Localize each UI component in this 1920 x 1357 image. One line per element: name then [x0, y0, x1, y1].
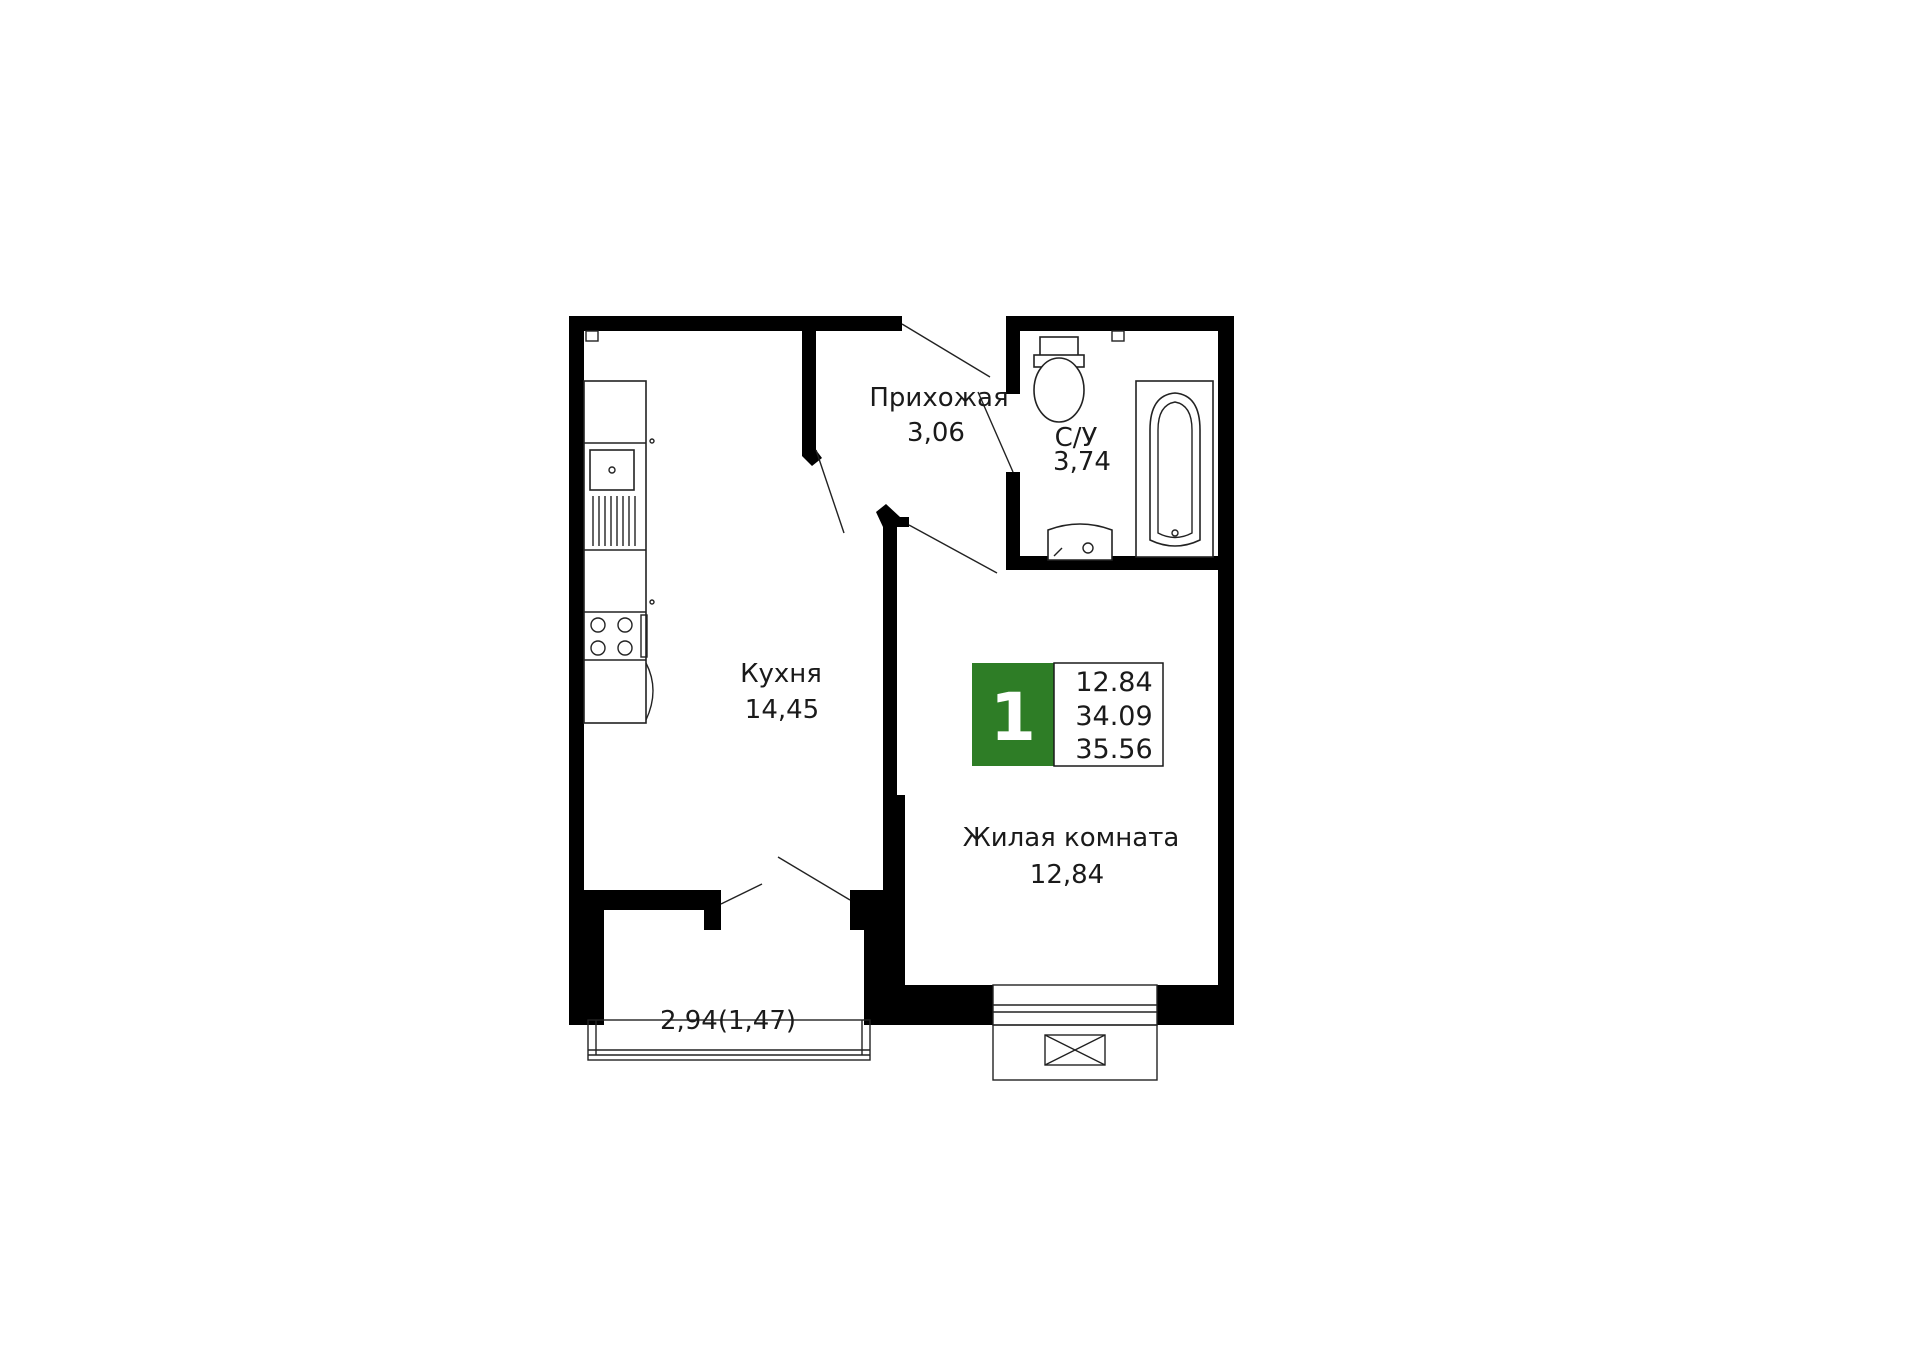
summary-badge: 1 12.84 34.09 35.56	[972, 662, 1164, 767]
bathroom-fixtures	[1033, 336, 1214, 561]
kitchen-area: 14,45	[745, 695, 819, 725]
windows	[585, 330, 1158, 1081]
hall-name: Прихожая	[869, 383, 1008, 413]
room-count-badge	[972, 663, 1054, 766]
living-name: Жилая комната	[963, 823, 1180, 853]
total-with-balcony-value: 35.56	[1075, 734, 1152, 765]
balcony-area: 2,94(1,47)	[660, 1006, 796, 1036]
kitchen-furniture	[583, 380, 655, 724]
bathroom-name: С/У	[1055, 423, 1098, 453]
area-box	[1053, 662, 1164, 767]
living-area: 12,84	[1030, 860, 1104, 890]
bathroom-area: 3,74	[1053, 447, 1111, 477]
kitchen-name: Кухня	[740, 659, 822, 689]
room-count: 1	[990, 679, 1036, 756]
living-area-value: 12.84	[1075, 667, 1152, 698]
total-area-value: 34.09	[1075, 701, 1152, 732]
door-swings	[720, 323, 1014, 905]
hall-area: 3,06	[907, 418, 965, 448]
